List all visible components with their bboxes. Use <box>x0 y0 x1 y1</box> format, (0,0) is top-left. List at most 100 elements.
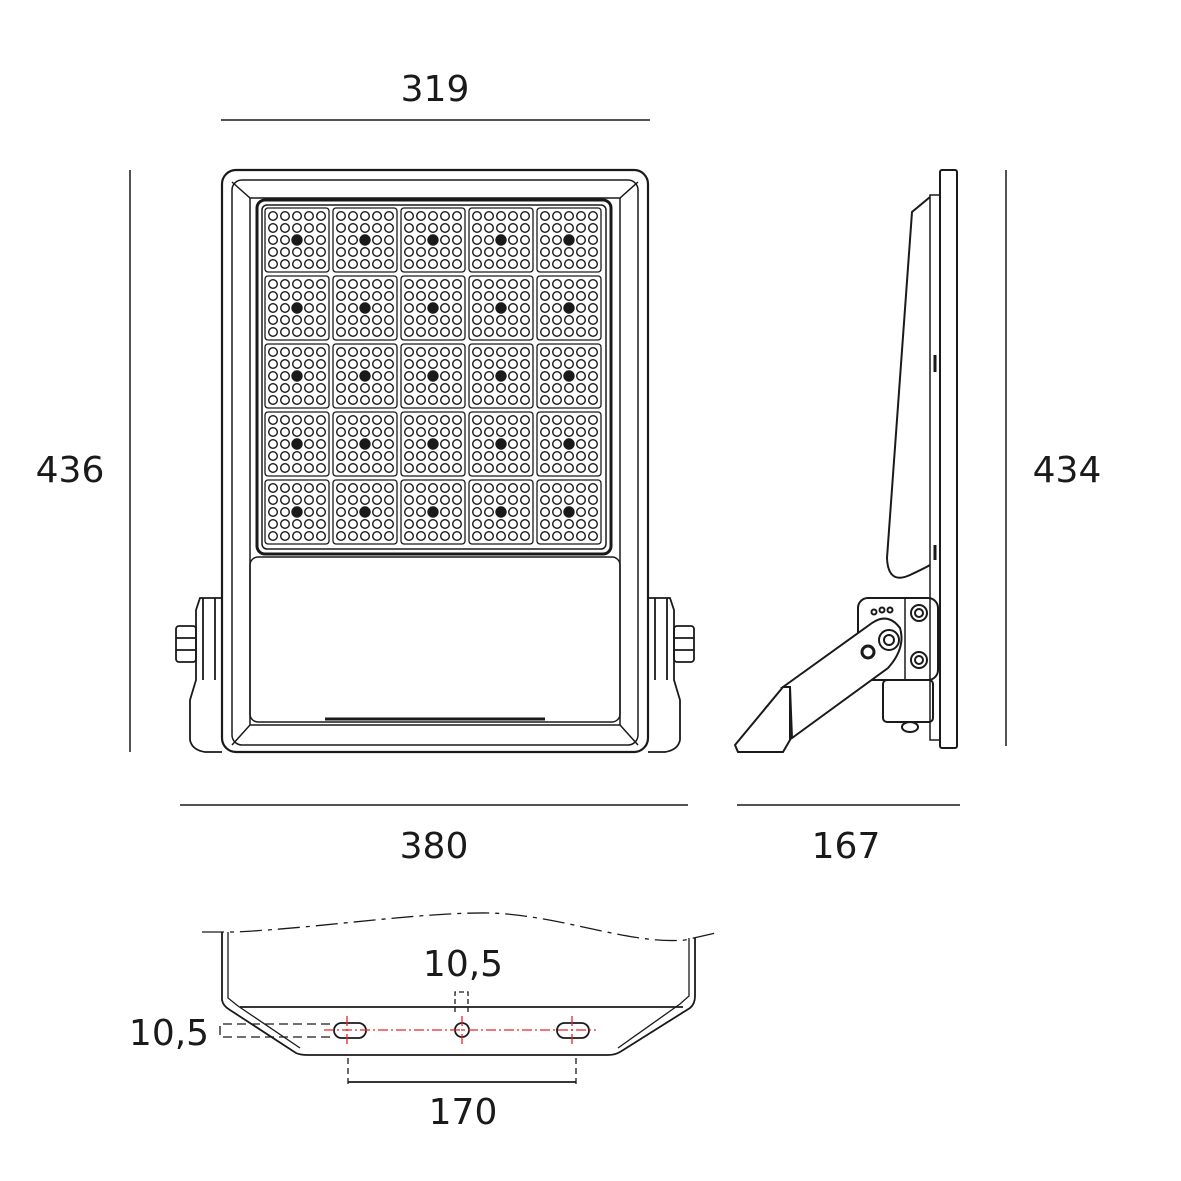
led-lens <box>428 347 439 358</box>
led-lens <box>336 519 347 530</box>
led-lens <box>520 246 531 257</box>
led-lens <box>404 531 415 542</box>
led-lens <box>496 327 507 338</box>
led-lens <box>484 234 495 245</box>
led-lens <box>360 291 371 302</box>
led-lens <box>304 291 315 302</box>
bolt-left <box>175 625 197 663</box>
led-lens <box>372 427 383 438</box>
led-lens <box>452 259 463 270</box>
led-lens <box>520 234 531 245</box>
led-lens <box>508 279 519 290</box>
led-lens <box>404 315 415 326</box>
led-lens <box>268 303 279 314</box>
led-lens <box>336 383 347 394</box>
led-lens <box>452 483 463 494</box>
led-lens <box>372 463 383 474</box>
led-lens <box>384 359 395 370</box>
led-lens <box>452 371 463 382</box>
led-lens <box>372 495 383 506</box>
led-lens <box>428 519 439 530</box>
led-lens <box>484 347 495 358</box>
led-lens <box>576 383 587 394</box>
led-module <box>400 411 466 477</box>
led-lens <box>440 495 451 506</box>
led-lens <box>416 291 427 302</box>
led-lens <box>348 395 359 406</box>
led-lens <box>520 383 531 394</box>
led-lens <box>336 259 347 270</box>
led-lens <box>472 483 483 494</box>
led-lens <box>472 427 483 438</box>
led-lens <box>508 246 519 257</box>
led-lens <box>416 483 427 494</box>
led-lens <box>416 279 427 290</box>
led-lens <box>472 439 483 450</box>
led-lens <box>552 347 563 358</box>
led-lens <box>384 234 395 245</box>
led-lens <box>472 507 483 518</box>
housing-body <box>885 196 931 579</box>
led-lens <box>384 222 395 233</box>
led-lens <box>372 303 383 314</box>
led-lens <box>520 291 531 302</box>
led-lens <box>280 519 291 530</box>
led-lens <box>552 439 563 450</box>
led-lens <box>588 415 599 426</box>
led-lens <box>372 483 383 494</box>
led-module <box>332 479 398 545</box>
led-lens <box>508 222 519 233</box>
led-lens <box>316 483 327 494</box>
led-lens-center <box>427 370 439 382</box>
led-lens <box>452 291 463 302</box>
led-lens <box>552 315 563 326</box>
led-lens <box>316 359 327 370</box>
led-lens <box>384 303 395 314</box>
led-lens <box>316 371 327 382</box>
led-lens-center <box>563 302 575 314</box>
led-lens <box>508 347 519 358</box>
led-lens <box>316 303 327 314</box>
led-lens <box>472 234 483 245</box>
led-lens <box>588 315 599 326</box>
led-lens <box>496 395 507 406</box>
led-lens <box>348 531 359 542</box>
led-lens <box>428 259 439 270</box>
led-lens <box>564 495 575 506</box>
led-lens <box>384 259 395 270</box>
led-lens <box>316 507 327 518</box>
led-lens <box>508 439 519 450</box>
led-lens <box>384 371 395 382</box>
led-lens <box>564 347 575 358</box>
led-module <box>468 479 534 545</box>
dim-label-167: 167 <box>812 826 881 867</box>
led-lens <box>440 483 451 494</box>
led-lens <box>292 427 303 438</box>
led-lens <box>384 246 395 257</box>
led-lens <box>588 371 599 382</box>
led-lens <box>372 222 383 233</box>
led-lens <box>304 303 315 314</box>
led-lens <box>292 531 303 542</box>
led-lens <box>576 463 587 474</box>
led-lens <box>576 395 587 406</box>
led-lens <box>472 347 483 358</box>
led-lens <box>484 210 495 221</box>
led-lens <box>404 439 415 450</box>
led-lens-center <box>291 506 303 518</box>
led-lens <box>428 315 439 326</box>
led-lens <box>360 519 371 530</box>
led-lens <box>508 483 519 494</box>
led-lens <box>336 347 347 358</box>
led-lens <box>348 347 359 358</box>
led-lens <box>452 210 463 221</box>
led-lens <box>428 451 439 462</box>
led-lens <box>348 415 359 426</box>
led-lens <box>520 427 531 438</box>
led-lens <box>540 291 551 302</box>
led-lens <box>472 359 483 370</box>
led-lens <box>564 427 575 438</box>
led-lens <box>472 495 483 506</box>
led-lens <box>268 279 279 290</box>
